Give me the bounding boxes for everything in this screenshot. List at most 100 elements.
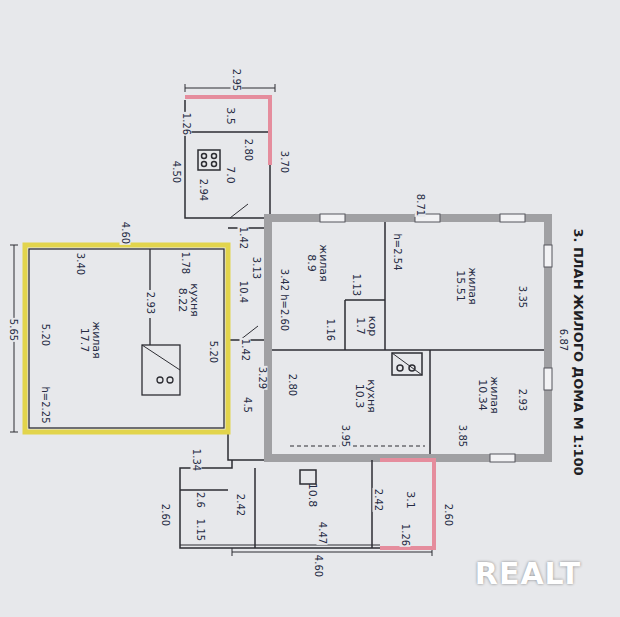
dimension-label: 3.35 [517,285,528,309]
watermark: REALT [474,558,582,590]
room-area-value: 7.0 [224,165,236,185]
room-area-value: 15.51 [454,266,466,305]
burner [202,162,207,167]
partition [384,222,386,350]
partition [429,350,431,454]
room-text-group: 3.5 [224,106,236,126]
room-text-group: кухня10.3 [353,378,377,413]
dimension-label: 1.13 [351,273,362,297]
dimension-label: 2.94 [198,178,209,202]
dimension-label: 1.78 [180,251,191,275]
stove-diagonal [142,345,180,370]
burner [212,154,217,159]
room-text-group: кор1.7 [354,315,378,337]
burner [167,377,173,383]
dimension-label: 2.60 [443,503,454,527]
pink-wall [185,97,270,165]
dimension-label: 5.65 [8,318,19,342]
room-area-value: 3.5 [224,106,236,126]
window [490,454,515,462]
room-area: кор1.7 [350,304,382,348]
room-text-group: жилая10.34 [476,375,500,414]
room-name: жилая [90,320,102,359]
room-text-group: жилая15.51 [454,266,478,305]
dimension-label: 2.42 [373,488,384,512]
partition [272,349,544,351]
wall [228,228,265,460]
partition [254,468,256,548]
dimension-label: 2.80 [243,138,254,162]
dimension-label: 4.60 [313,554,324,578]
burner [157,377,163,383]
stove-symbol [142,345,180,395]
window [500,214,525,222]
dimension-label: 2.60 [160,503,171,527]
room-area: жилая17.7 [40,262,140,418]
dimension-label: 3.29 [257,366,268,390]
yellow-annex [10,245,224,432]
door-swing [230,204,248,218]
room-area-value: 3.1 [404,490,416,510]
dimension-label: 1.26 [400,523,411,547]
dimension-label: 6.87 [558,328,569,352]
dimension-label: 1.34 [191,448,202,472]
dimension-label: 4.50 [171,160,182,184]
dimension-label: 2.93 [145,291,156,315]
dimension-label: 10.4 [238,280,249,304]
room-text-group: кухня8.22 [176,282,200,317]
dimension-label: 1.16 [325,318,336,342]
burner [409,365,415,371]
room-area-value: 8.9 [305,243,317,282]
room-area: кухня10.3 [305,356,425,436]
dimension-label: 1.15 [195,518,206,542]
dimension-label: 1.26 [181,112,192,136]
dimension-label: 2.6 [195,491,206,509]
passage [228,228,265,460]
room-name: кор [366,315,378,337]
wall [185,100,265,218]
partitions [272,222,544,454]
window [544,245,552,267]
room-name: жилая [466,266,478,305]
dimension-label: 3.95 [340,424,351,448]
top-wing [185,84,275,218]
room-area-value: 10.3 [353,378,365,413]
windows [320,214,552,462]
dimension-label: 3.70 [279,150,290,174]
yellow-wall [25,245,228,432]
dimension-label: 5.20 [40,323,51,347]
room-area: 10.8 [262,470,362,520]
dimension-label: 1.42 [238,226,249,250]
room-text-group: 10.8 [306,482,318,509]
room-area: жилая8.9 [296,230,338,296]
room-name: кухня [188,282,200,317]
dimension-label: 3.42 h=2.60 [279,268,290,332]
room-text-group: 3.1 [404,490,416,510]
dimension-label: 2.93 [517,388,528,412]
grey-wall [268,218,548,458]
wall [180,460,380,548]
room-name: жилая [317,243,329,282]
dimension-label: 2.42 [235,493,246,517]
plan-title: 3. ПЛАН ЖИЛОГО ДОМА М 1:100 [573,227,584,476]
room-area: 3.1 [392,470,428,530]
window [320,214,345,222]
bottom-annex [180,460,432,556]
burner [212,162,217,167]
room-text-group: жилая8.9 [305,243,329,282]
dimension-label: 2.80 [287,373,298,397]
dimension-label: 1.42 [240,338,251,362]
room-name: жилая [488,375,500,414]
burner [397,365,403,371]
wall [29,249,224,428]
stove-symbol [198,150,220,170]
dimension-label: h=2.54 [392,233,403,272]
dimension-label: 4.47 [317,521,328,545]
room-area: 3.5 [195,102,265,130]
dimension-label: h=2.25 [40,386,51,425]
room-area-value: 1.7 [354,315,366,337]
dimension-label: 4.60 [120,221,131,245]
room-area-value: 17.7 [78,320,90,359]
stove-symbol [392,353,422,375]
